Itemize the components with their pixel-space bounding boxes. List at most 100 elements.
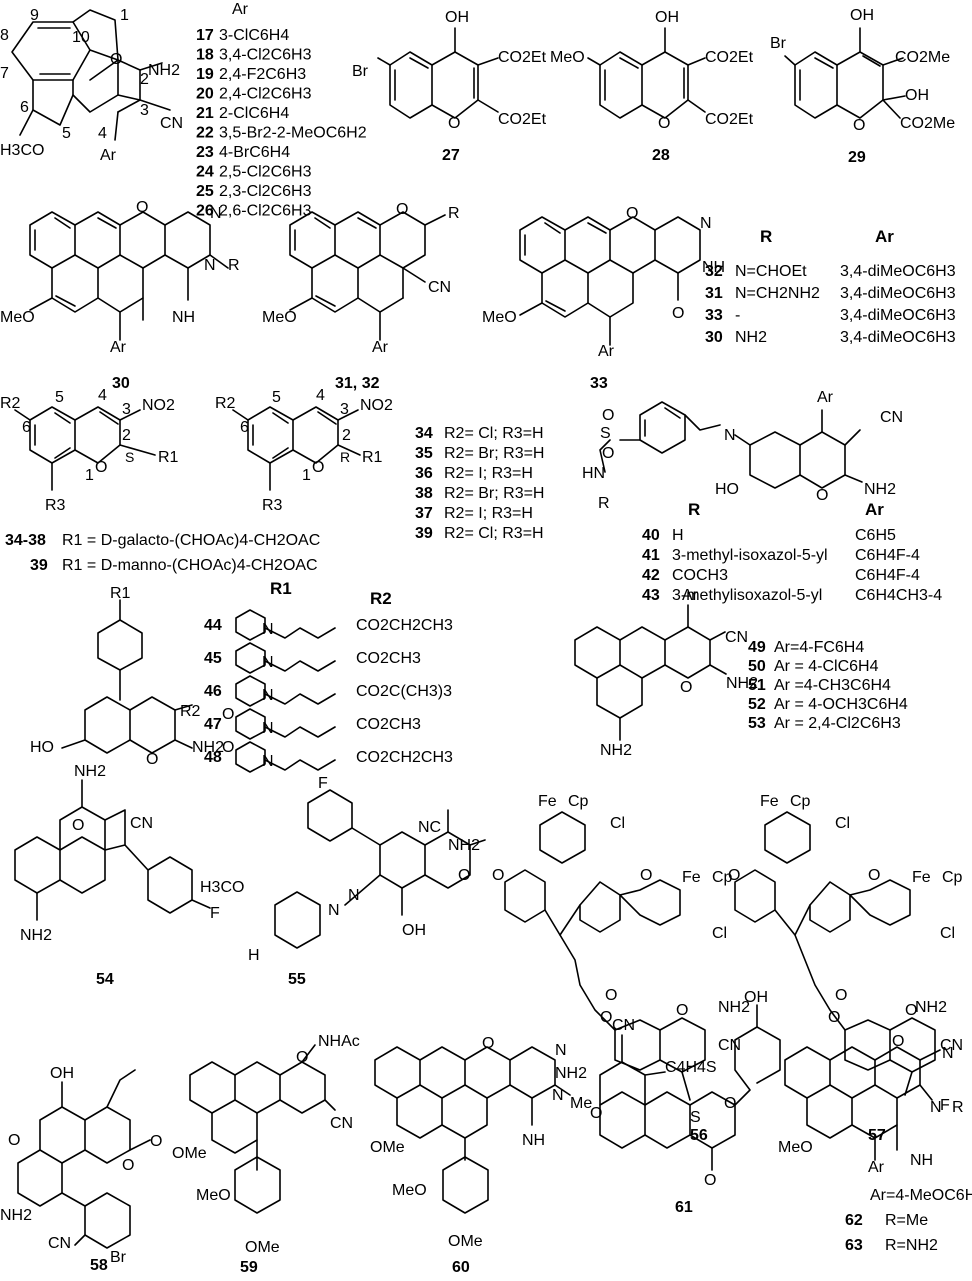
r-definition: R=Me: [885, 1212, 928, 1229]
s27-co2et-a: CO2Et: [498, 49, 547, 66]
s35-r1: R1: [362, 449, 383, 466]
s28-meo: MeO: [550, 49, 585, 66]
s31-cn: CN: [428, 279, 451, 296]
s60-meo: MeO: [392, 1182, 427, 1199]
s35-stereo-r: R: [340, 449, 350, 465]
s31-o: O: [396, 201, 408, 218]
s40-ar: Ar: [817, 389, 834, 406]
piperidine-ring-icon: [235, 609, 336, 641]
s59-o: O: [296, 1049, 308, 1066]
s54-nh2: NH2: [74, 763, 106, 780]
ring-nitrogen: N: [262, 654, 274, 671]
compound-number: 46: [204, 683, 222, 700]
compound-number: 22: [196, 125, 214, 142]
s30-nh: NH: [172, 309, 195, 326]
table-44-header-r1: R1: [270, 579, 292, 598]
compound-number: 20: [196, 86, 214, 103]
s56-cp1: Cp: [568, 793, 589, 810]
s29-id: 29: [848, 149, 866, 166]
r2-substituent: CO2CH2CH3: [356, 749, 453, 766]
structure-55: F NC NH2 O N N OH H3CO H 55: [200, 775, 486, 988]
ring-oxygen: O: [222, 739, 234, 756]
s56-o2: O: [640, 867, 652, 884]
s28-co2et-b: CO2Et: [705, 111, 754, 128]
compound-number: 42: [642, 567, 660, 584]
s29-oh: OH: [905, 87, 929, 104]
ring-nitrogen: N: [262, 753, 274, 770]
ring-oxygen: O: [222, 706, 234, 723]
s54-cn: CN: [130, 815, 153, 832]
compound-number: 41: [642, 547, 660, 564]
s57-f: F: [940, 1097, 950, 1114]
s57-id: 57: [868, 1127, 886, 1144]
aryl-substituent: 3,5-Br2-2-MeOC6H2: [219, 125, 367, 142]
s40-o: O: [816, 487, 828, 504]
s44-r2: R2: [180, 703, 201, 720]
structure-30: O N N R MeO Ar NH 30: [0, 199, 240, 392]
s56-cl1: Cl: [610, 815, 625, 832]
s55-o: O: [458, 867, 470, 884]
s34-stereo-s: S: [125, 449, 134, 465]
s34-loc-1: 1: [85, 467, 94, 484]
structure-34-38: 5 6 4 3 2 1 NO2 R2 R3 O S R1 34-38 R1 = …: [0, 387, 320, 574]
s58-oh: OH: [50, 1065, 74, 1082]
s27-id: 27: [442, 147, 460, 164]
aryl-substituent: C6H4CH3-4: [855, 587, 942, 604]
s34-loc-5: 5: [55, 389, 64, 406]
s49-cn: CN: [725, 629, 748, 646]
s62-n2: N: [930, 1099, 942, 1116]
aryl-substituent: C6H4F-4: [855, 567, 920, 584]
s35-no2: NO2: [360, 397, 393, 414]
s35-loc-5: 5: [272, 389, 281, 406]
amino-label: NH2: [148, 62, 180, 79]
s30-ar: Ar: [110, 339, 127, 356]
compound-number: 32: [705, 263, 723, 280]
locant-4: 4: [98, 125, 107, 142]
structure-28: OH MeO CO2Et CO2Et O 28: [550, 9, 754, 164]
s27-o: O: [448, 115, 460, 132]
s30-n-top: N: [210, 205, 222, 222]
locant-1: 1: [120, 7, 129, 24]
structure-62-63: O N N R MeO Ar NH Ar=4-MeOC6H4 62R=Me63R…: [778, 1033, 972, 1254]
s57-o-keto: O: [835, 987, 847, 1004]
structure-60: O N N Me NH OMe MeO OMe 60: [370, 1035, 592, 1276]
s57-o1: O: [728, 867, 740, 884]
r-substituent: N=CHOEt: [735, 263, 807, 280]
aryl-substituent: C6H4F-4: [855, 547, 920, 564]
s55-n2: N: [348, 887, 360, 904]
s55-oh: OH: [402, 922, 426, 939]
s27-br: Br: [352, 63, 369, 80]
s58-br: Br: [110, 1249, 127, 1266]
s61-o1: O: [590, 1105, 602, 1122]
compound-number: 63: [845, 1237, 863, 1254]
compound-number: 62: [845, 1212, 863, 1229]
aryl-substituent: 3,4-diMeOC6H3: [840, 329, 956, 346]
s40-ho: HO: [715, 481, 739, 498]
s34-loc-2: 2: [122, 427, 131, 444]
s30-n-bot: N: [204, 257, 216, 274]
compound-number: 52: [748, 696, 766, 713]
ring-oxygen: O: [110, 51, 122, 68]
piperidine-ring-icon: [235, 642, 336, 674]
s61-id: 61: [675, 1199, 693, 1216]
s60-ome: OMe: [370, 1139, 405, 1156]
s56-o-ring: O: [676, 1002, 688, 1019]
s34-r1-def-b: R1 = D-manno-(CHOAc)4-CH2OAC: [62, 557, 318, 574]
s62-nh: NH: [910, 1152, 933, 1169]
compound-number: 47: [204, 716, 222, 733]
r-substituent: H: [672, 527, 684, 544]
s58-nh2: NH2: [0, 1207, 32, 1224]
r-substituent: 3-methylisoxazol-5-yl: [672, 587, 822, 604]
s35-loc-3: 3: [340, 401, 349, 418]
s59-id: 59: [240, 1259, 258, 1276]
s57-fe1: Fe: [760, 793, 779, 810]
s62-ar: Ar: [868, 1159, 885, 1176]
s60-id: 60: [452, 1259, 470, 1276]
aryl-label: Ar: [100, 147, 117, 164]
s61-o-keto: O: [704, 1172, 716, 1189]
substituent-set: R2= I; R3=H: [444, 505, 533, 522]
s56-cl2: Cl: [712, 925, 727, 942]
